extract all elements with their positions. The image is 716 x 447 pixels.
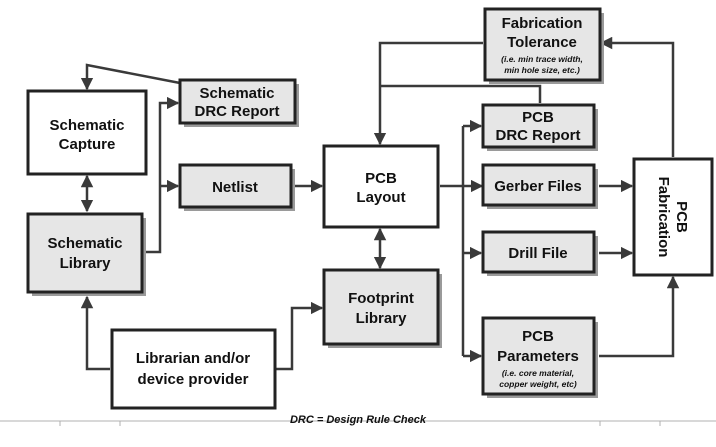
connector-tolerance-to-layout [373,41,483,146]
node-label: Schematic [47,235,122,252]
node-footprint-library: Footprint Library [322,268,442,348]
node-label: Drill File [508,245,567,262]
connector-librarian-to-footprint [276,301,324,371]
node-pcb-fabrication: PCB Fabrication [632,157,714,277]
node-schematic-capture: Schematic Capture [26,89,148,176]
node-label: Layout [356,189,405,206]
node-label: Schematic [199,85,274,102]
footer-rule [0,420,716,426]
node-label: Library [356,310,408,327]
node-label: Parameters [497,348,579,365]
node-gerber-files: Gerber Files [481,163,598,209]
node-note: copper weight, etc) [499,379,577,389]
node-librarian: Librarian and/or device provider [110,328,277,410]
node-pcb-layout: PCB Layout [322,144,440,229]
node-note: (i.e. min trace width, [501,54,583,64]
node-pcb-parameters: PCB Parameters (i.e. core material, copp… [481,316,598,398]
connector-drc-to-capture [80,63,181,91]
node-label: Netlist [212,179,258,196]
connector-librarian-to-schematic-library [80,295,110,371]
node-pcb-drc-report: PCB DRC Report [481,103,598,151]
node-label: PCB [522,328,554,345]
node-schematic-drc-report: Schematic DRC Report [178,78,299,127]
node-label: device provider [138,371,249,388]
node-label: Librarian and/or [136,350,250,367]
node-label: Tolerance [507,34,577,51]
node-note: (i.e. core material, [502,368,574,378]
connector-branch-to-pcb-drc [380,84,542,103]
node-label: PCB [522,109,554,126]
node-label: Capture [59,136,116,153]
node-label: DRC Report [195,103,280,120]
node-label: Footprint [348,290,414,307]
node-netlist: Netlist [178,163,295,211]
node-label: Library [60,255,112,272]
node-label: DRC Report [496,127,581,144]
connector-parameters-to-fabrication [599,275,680,358]
node-label: Fabrication [502,15,583,32]
node-label: Fabrication [655,177,672,258]
node-label: Schematic [49,117,124,134]
connector-fabrication-to-tolerance [599,36,675,157]
node-drill-file: Drill File [481,230,598,276]
node-note: min hole size, etc.) [504,65,580,75]
connector-library-to-schematic-drc [145,96,180,254]
footnote: DRC = Design Rule Check [290,414,427,426]
node-label: PCB [365,170,397,187]
node-schematic-library: Schematic Library [26,212,146,296]
node-label: PCB [673,201,690,233]
node-label: Gerber Files [494,178,582,195]
node-fabrication-tolerance: Fabrication Tolerance (i.e. min trace wi… [483,7,604,84]
